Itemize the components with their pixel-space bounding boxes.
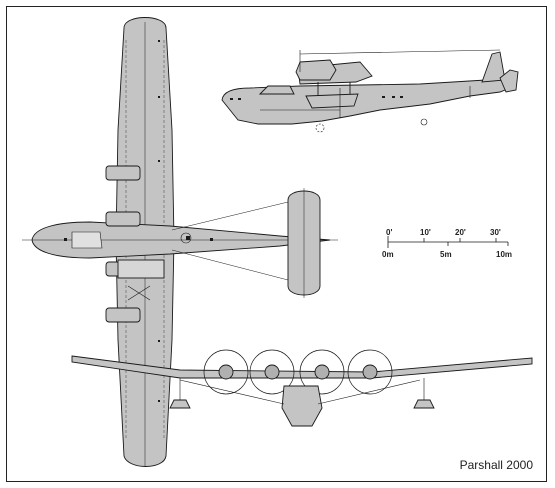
front-view-float (413, 399, 435, 409)
scale-metre-label: 5m (440, 250, 452, 259)
plan-view (22, 17, 338, 467)
side-view-hull (221, 77, 516, 125)
propeller-disc (249, 349, 295, 395)
side-view-nacelle (295, 59, 337, 81)
front-view-wing (71, 355, 533, 379)
scale-feet-label: 0' (386, 228, 392, 237)
scale-metre-label: 10m (496, 250, 512, 259)
scale-feet-label: 10' (420, 228, 431, 237)
engine-nacelle (105, 211, 141, 227)
plan-view-sponson (117, 259, 165, 279)
side-view-tail-fin (499, 69, 519, 93)
propeller-disc (299, 349, 345, 395)
side-view-tail-fin (481, 51, 506, 83)
propeller-disc (203, 349, 249, 395)
artist-signature: Parshall 2000 (459, 458, 533, 472)
side-view-aerial (299, 49, 501, 55)
side-view-sponson (305, 93, 359, 109)
front-view (71, 349, 533, 427)
scale-feet-label: 30' (490, 228, 501, 237)
front-view-hull (281, 385, 323, 427)
scale-feet-label: 20' (455, 228, 466, 237)
propeller-disc (347, 349, 393, 395)
side-view-cockpit (258, 85, 295, 95)
engine-nacelle (105, 307, 141, 323)
engine-nacelle (105, 165, 141, 181)
side-view (221, 49, 519, 133)
scale-metre-label: 0m (382, 250, 394, 259)
front-view-float (169, 399, 191, 409)
scale-bar (387, 236, 509, 248)
